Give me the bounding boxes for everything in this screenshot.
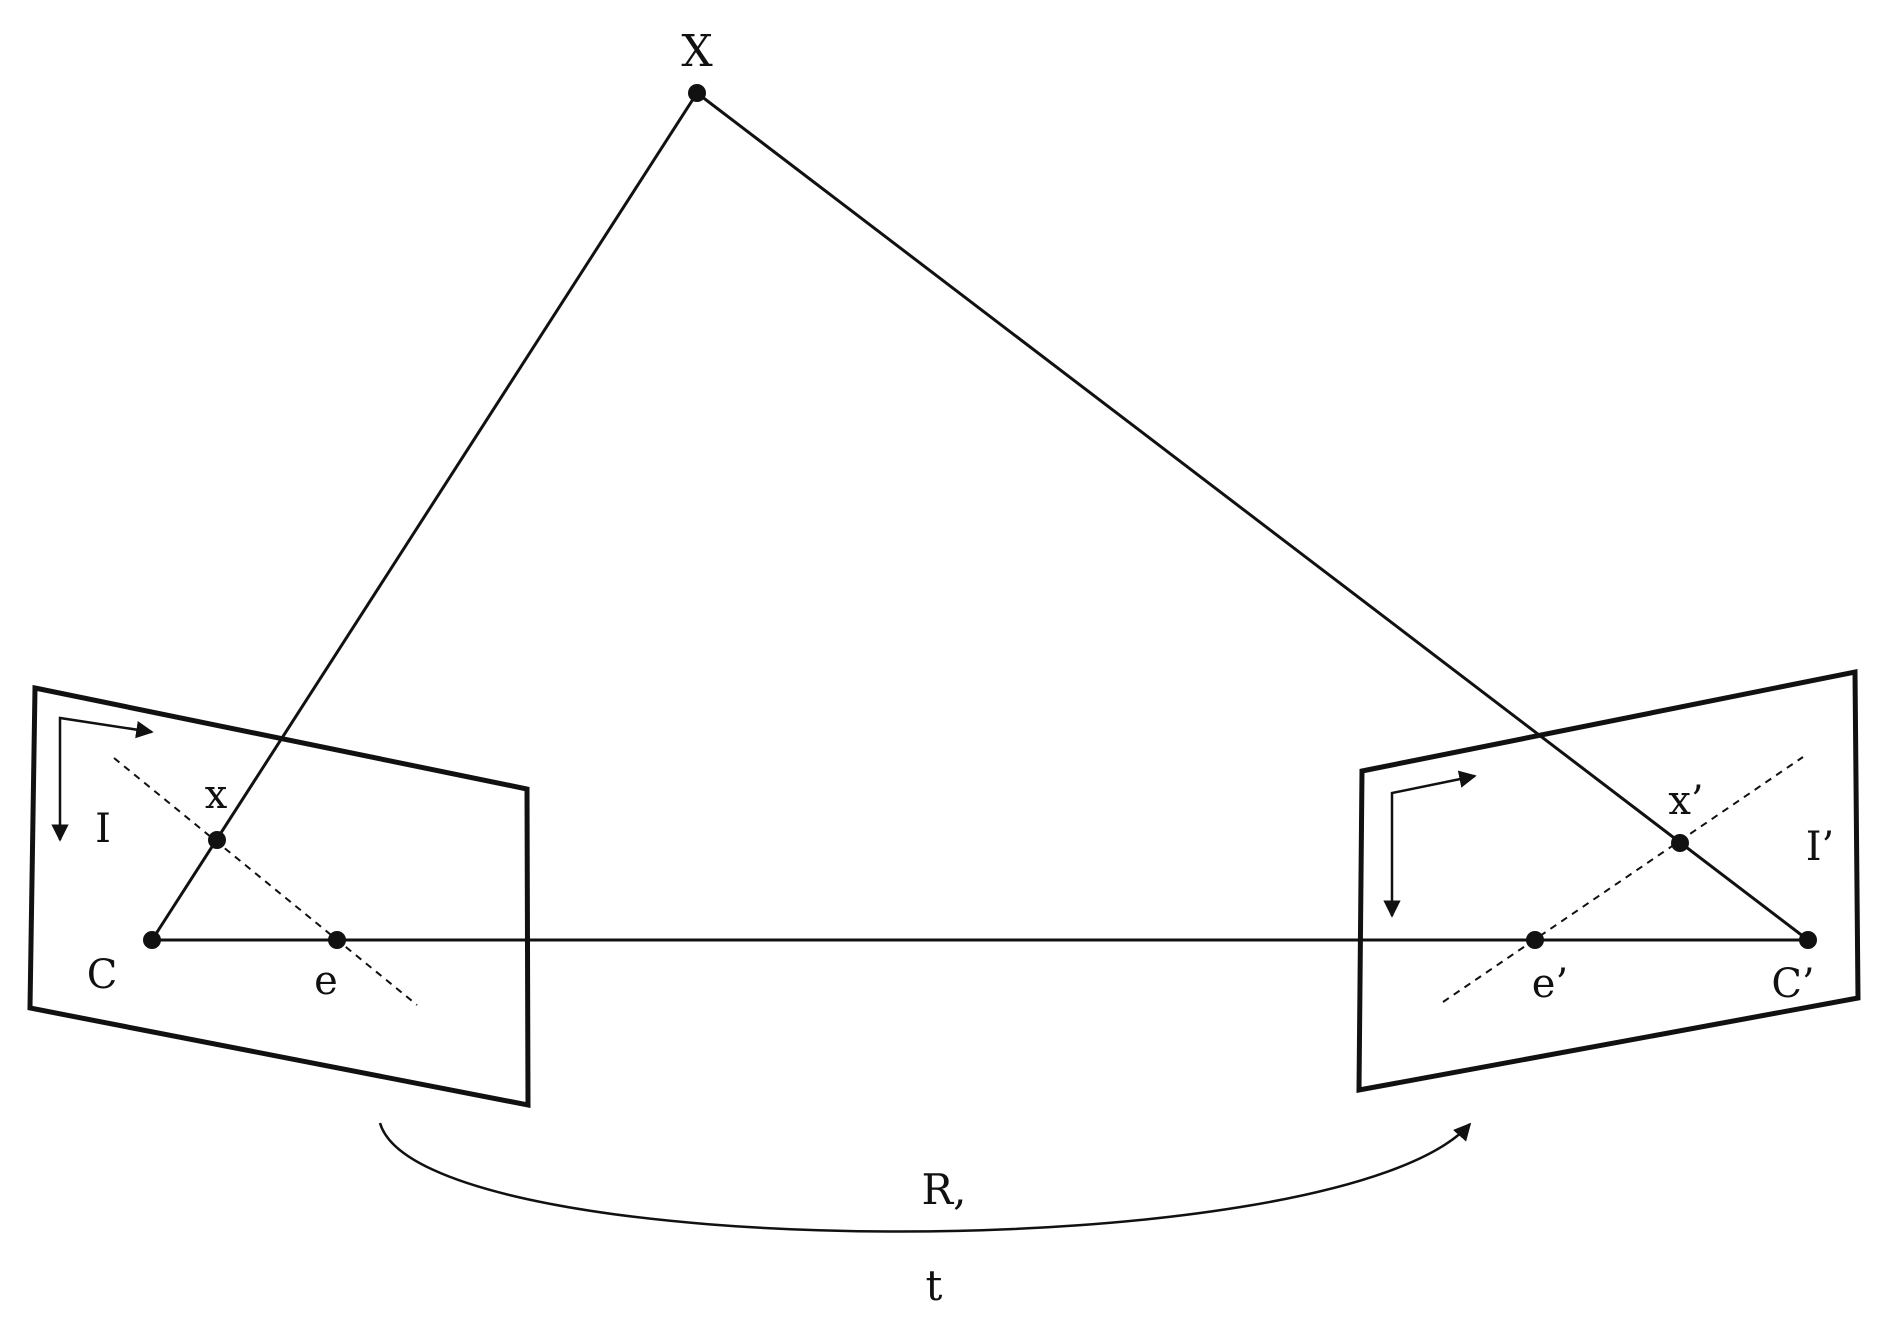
label-translation: t [926,1261,943,1310]
label-image-point-right: x’ [1668,778,1703,824]
image-point-left-dot [208,831,226,849]
right-image-plane [1356,668,1861,1094]
label-camera-center-left: C [87,952,118,998]
right-axis-horizontal [1390,770,1477,835]
world-point-dot [688,84,706,102]
label-world-point: X [681,26,713,77]
ray-left [150,92,699,941]
label-image-plane-left: I [95,806,111,852]
transformation-arc [378,1122,1472,1233]
ray-right [696,91,1809,942]
label-image-plane-right: I’ [1806,824,1835,870]
epipole-left-dot [328,931,346,949]
camera-center-left-dot [143,931,161,949]
right-epipolar-line [1442,756,1804,1003]
label-epipole-right: e’ [1532,961,1568,1007]
label-camera-center-right: C’ [1771,961,1814,1007]
left-image-plane [27,684,531,1109]
epipole-right-dot [1526,931,1544,949]
left-axis-horizontal [58,716,154,745]
label-epipole-left: e [314,958,338,1004]
image-point-right-dot [1671,834,1689,852]
label-image-point-left: x [205,772,228,818]
left-epipolar-line [113,757,418,1006]
camera-center-right-dot [1799,931,1817,949]
label-rotation: R, [922,1165,967,1214]
